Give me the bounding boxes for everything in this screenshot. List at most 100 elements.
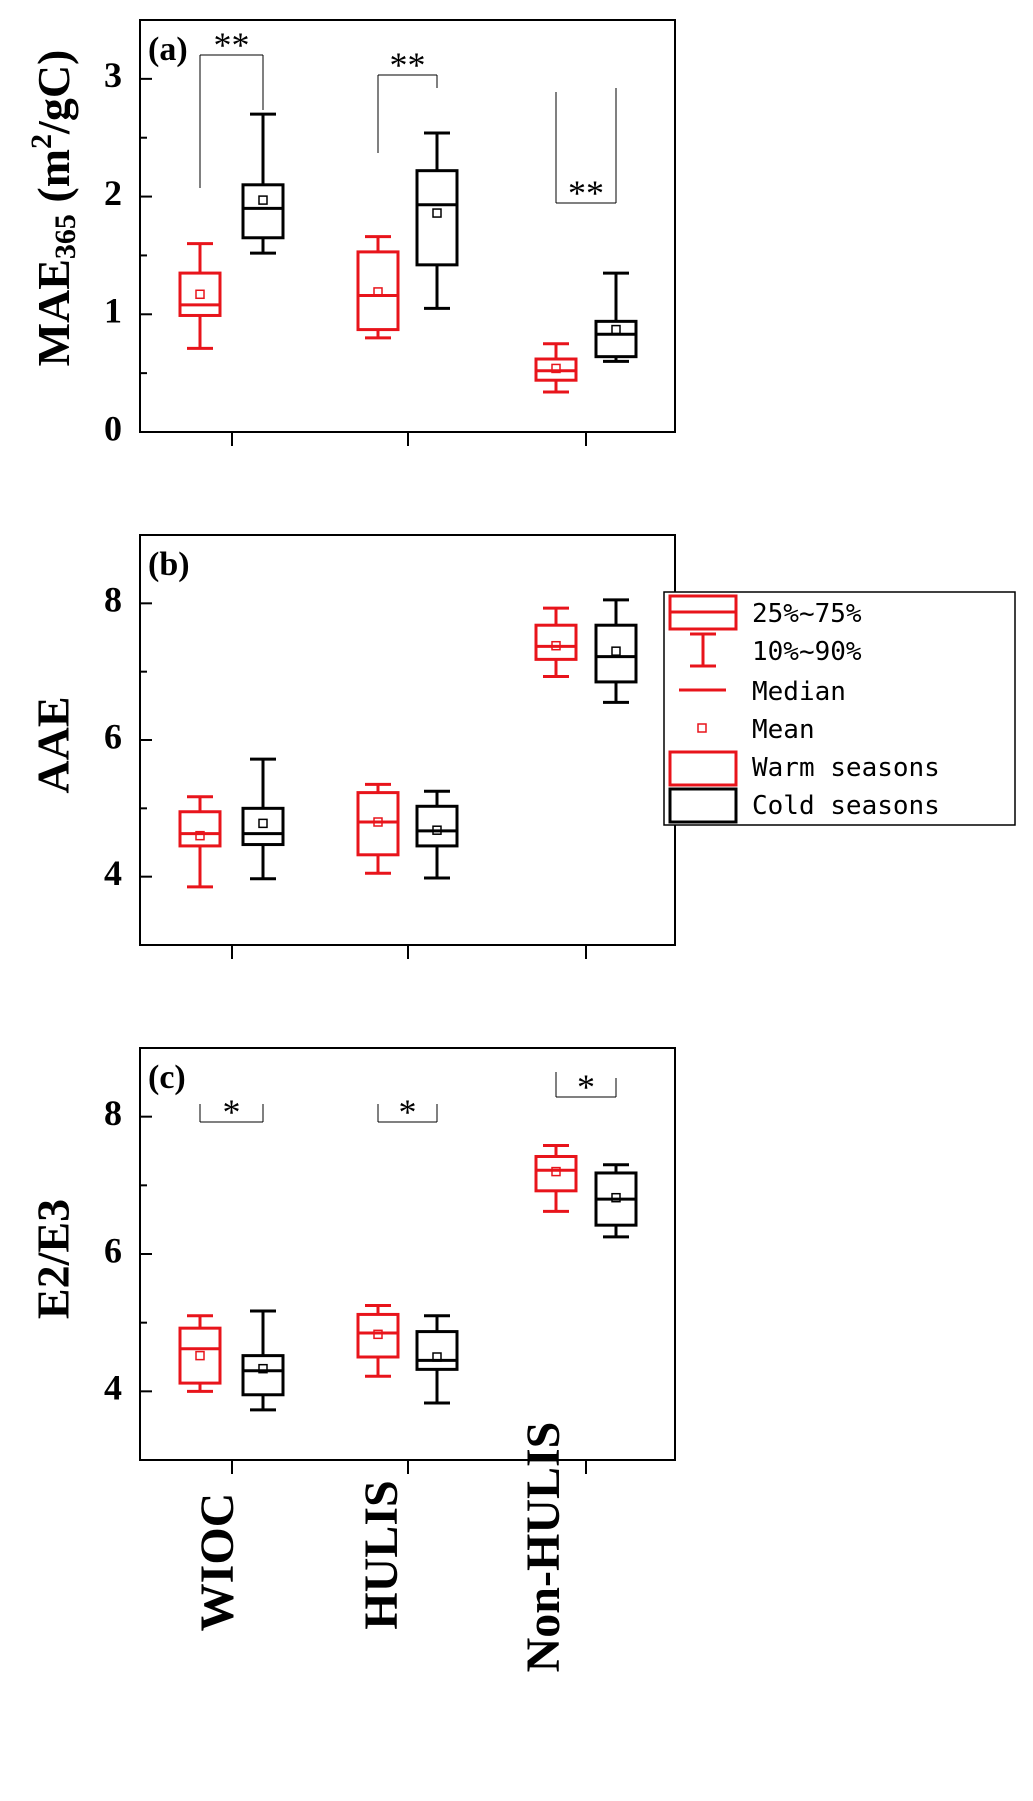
significance-marker: * xyxy=(577,1067,595,1107)
y-tick-label: 0 xyxy=(104,408,122,448)
iqr-box xyxy=(534,1154,578,1193)
category-label-non-hulis: Non-HULIS xyxy=(517,1422,570,1673)
significance-marker: ** xyxy=(568,173,604,213)
mean-marker xyxy=(258,1363,268,1374)
y-axis-label: MAE365 (m2/gC) xyxy=(25,50,82,367)
mean-marker xyxy=(373,287,383,297)
mean-marker xyxy=(551,1166,561,1177)
mean-marker xyxy=(373,1329,383,1340)
panel-label: (b) xyxy=(148,546,190,583)
warm-box-hulis xyxy=(356,782,400,875)
significance-bracket: ** xyxy=(377,45,438,153)
warm-box-wioc xyxy=(178,795,222,889)
y-label-subscript: 365 xyxy=(49,214,82,259)
mean-marker xyxy=(611,324,621,335)
y-tick-label: 6 xyxy=(104,716,122,756)
mean-marker xyxy=(611,1192,621,1203)
iqr-box xyxy=(534,623,578,661)
legend-mean-symbol xyxy=(697,723,707,733)
iqr-box xyxy=(241,806,285,847)
y-tick-label: 8 xyxy=(104,580,122,620)
cold-box-wioc xyxy=(241,757,285,881)
y-axis-label: AAE xyxy=(28,696,79,793)
mean-marker xyxy=(373,817,383,827)
legend-label-warm: Warm seasons xyxy=(752,753,940,783)
significance-bracket: ** xyxy=(555,88,617,213)
category-label-hulis: HULIS xyxy=(355,1480,408,1629)
mean-marker xyxy=(258,195,268,205)
cold-box-hulis xyxy=(415,789,459,880)
significance-bracket: * xyxy=(555,1067,617,1107)
panel-label: (c) xyxy=(148,1059,186,1096)
iqr-box xyxy=(241,1354,285,1397)
cold-box-non-hulis xyxy=(594,1163,638,1239)
legend-warm-symbol xyxy=(668,750,738,787)
y-tick-label: 3 xyxy=(104,55,122,95)
significance-bracket: * xyxy=(199,1092,264,1132)
cold-box-non-hulis xyxy=(594,271,638,363)
y-tick-label: 6 xyxy=(104,1230,122,1270)
y-label-main: MAE xyxy=(28,259,79,366)
legend-label-whisker: 10%~90% xyxy=(752,637,862,667)
significance-marker: ** xyxy=(390,45,426,85)
iqr-box xyxy=(178,810,222,848)
y-label-unit: (m xyxy=(28,149,79,214)
mean-marker xyxy=(551,363,561,374)
warm-box-hulis xyxy=(356,235,400,340)
y-tick-label: 8 xyxy=(104,1093,122,1133)
iqr-box xyxy=(594,319,638,359)
category-labels: WIOC HULIS Non-HULIS xyxy=(191,1422,570,1673)
cold-box-hulis xyxy=(415,131,459,310)
cold-box-hulis xyxy=(415,1314,459,1405)
mean-marker xyxy=(551,640,561,651)
iqr-box xyxy=(415,804,459,848)
iqr-box xyxy=(356,250,400,332)
y-tick-label: 4 xyxy=(104,1368,122,1408)
y-label-superscript: 2 xyxy=(25,134,58,149)
warm-box-non-hulis xyxy=(534,1144,578,1213)
iqr-box xyxy=(356,1312,400,1359)
significance-bracket: * xyxy=(377,1092,438,1132)
significance-bracket: ** xyxy=(199,25,264,188)
y-tick-label: 1 xyxy=(104,291,122,331)
mean-marker xyxy=(195,830,205,841)
cold-box-non-hulis xyxy=(594,598,638,704)
legend-label-median: Median xyxy=(752,677,846,707)
legend: 25%~75% 10%~90% Median Mean Warm seasons… xyxy=(663,591,1016,826)
mean-marker xyxy=(611,646,621,656)
legend-label-cold: Cold seasons xyxy=(752,791,940,821)
mean-marker xyxy=(258,818,268,829)
iqr-box xyxy=(415,169,459,267)
iqr-box xyxy=(241,183,285,240)
mean-marker xyxy=(432,208,442,218)
warm-box-non-hulis xyxy=(534,606,578,678)
y-tick-label: 4 xyxy=(104,853,122,893)
mean-marker xyxy=(432,825,442,835)
significance-marker: * xyxy=(399,1092,417,1132)
plot-frame xyxy=(139,534,676,946)
iqr-box xyxy=(594,623,638,684)
significance-marker: ** xyxy=(214,25,250,65)
mean-marker xyxy=(432,1352,442,1362)
mean-marker xyxy=(195,289,205,300)
y-label-unit-end: /gC) xyxy=(28,50,79,135)
iqr-box xyxy=(415,1330,459,1371)
panel-c: 4 6 8 (c) E2/E3 * * * xyxy=(28,1047,676,1474)
y-tick-label: 2 xyxy=(104,173,122,213)
warm-box-wioc xyxy=(178,1314,222,1393)
warm-box-non-hulis xyxy=(534,342,578,394)
y-axis-label: E2/E3 xyxy=(28,1199,79,1319)
legend-cold-symbol xyxy=(668,787,738,824)
warm-box-wioc xyxy=(178,242,222,350)
significance-marker: * xyxy=(223,1092,241,1132)
mean-marker xyxy=(195,1350,205,1361)
cold-box-wioc xyxy=(241,112,285,255)
category-label-wioc: WIOC xyxy=(191,1493,244,1632)
panel-label: (a) xyxy=(148,31,188,68)
legend-label-mean: Mean xyxy=(752,715,815,745)
warm-box-hulis xyxy=(356,1304,400,1378)
cold-box-wioc xyxy=(241,1309,285,1412)
